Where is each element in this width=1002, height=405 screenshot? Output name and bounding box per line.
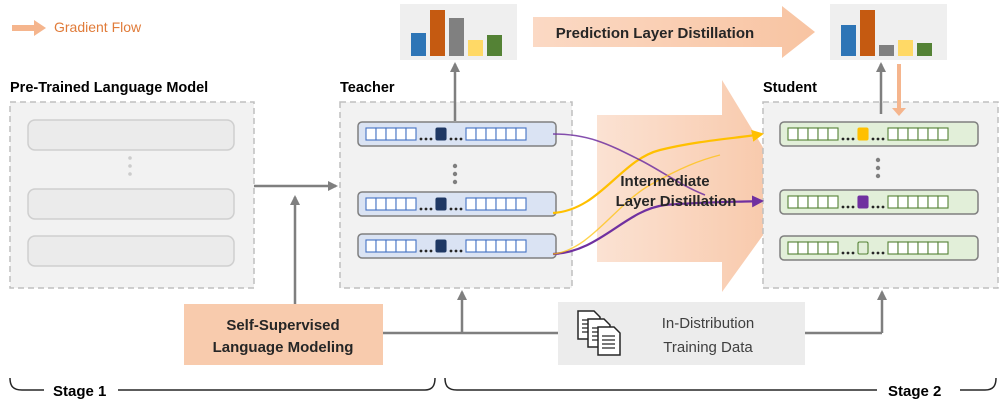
pretrained-layer <box>27 188 235 220</box>
teacher-layers <box>357 121 557 259</box>
token-mark <box>857 127 869 141</box>
student-title: Student <box>763 80 817 96</box>
teacher-layer-mid <box>357 191 557 217</box>
legend: Gradient Flow <box>12 19 142 36</box>
self-supervised-box: Self-Supervised Language Modeling <box>184 304 383 365</box>
intermediate-distillation-arrow <box>597 80 792 292</box>
training-data-line2: Training Data <box>663 339 753 356</box>
stage2-bracket: Stage 2 <box>444 377 997 400</box>
token-mark <box>857 195 869 209</box>
token-mark <box>435 239 447 253</box>
stage1-label: Stage 1 <box>53 383 106 400</box>
student-layer-mid <box>779 189 979 215</box>
self-supervised-line1: Self-Supervised <box>226 317 339 334</box>
training-data-box: In-Distribution Training Data <box>558 302 805 365</box>
prediction-distillation-label: Prediction Layer Distillation <box>556 25 754 42</box>
student-ellipsis <box>875 157 881 179</box>
token-mark <box>435 127 447 141</box>
training-data-line1: In-Distribution <box>662 315 755 332</box>
teacher-bar-gray <box>449 18 464 56</box>
teacher-mid-to-student-top-curve <box>552 129 764 215</box>
student-bar-blue <box>841 25 856 56</box>
pretrained-layer <box>27 119 235 151</box>
student-prediction-chart <box>830 4 947 60</box>
teacher-bar-orange <box>430 10 445 56</box>
student-bar-orange <box>860 10 875 56</box>
stage1-bracket: Stage 1 <box>9 377 436 400</box>
teacher-bar-yellow <box>468 40 483 56</box>
student-layers <box>779 121 979 261</box>
student-layer-top <box>779 121 979 147</box>
token-mark <box>857 241 869 255</box>
teacher-layer-top <box>357 121 557 147</box>
pretrained-layer <box>27 235 235 267</box>
intermediate-label-line2: Layer Distillation <box>616 193 737 210</box>
prediction-distillation-arrow <box>533 6 815 58</box>
teacher-bar-blue <box>411 33 426 56</box>
token-mark <box>435 197 447 211</box>
student-bar-gray <box>879 45 894 56</box>
teacher-bottom-yellow-line <box>552 154 721 255</box>
student-layer-bottom <box>779 235 979 261</box>
documents-icon <box>577 310 621 356</box>
student-bar-green <box>917 43 932 56</box>
teacher-top-line <box>552 133 706 196</box>
gradient-flow-arrow-icon <box>12 20 46 36</box>
teacher-ellipsis <box>452 163 458 185</box>
teacher-prediction-chart <box>400 4 517 60</box>
legend-label: Gradient Flow <box>54 19 142 35</box>
student-bar-yellow <box>898 40 913 56</box>
stage2-label: Stage 2 <box>888 383 941 400</box>
teacher-bottom-to-student-mid-curve <box>552 195 764 256</box>
teacher-layer-bottom <box>357 233 557 259</box>
teacher-title: Teacher <box>340 80 395 96</box>
pretrained-model-box <box>9 101 255 289</box>
self-supervised-line2: Language Modeling <box>213 339 354 356</box>
pretrained-title: Pre-Trained Language Model <box>10 80 208 96</box>
intermediate-label-line1: Intermediate <box>620 173 709 190</box>
gradient-flow-down-arrow <box>892 64 906 116</box>
teacher-bar-green <box>487 35 502 56</box>
